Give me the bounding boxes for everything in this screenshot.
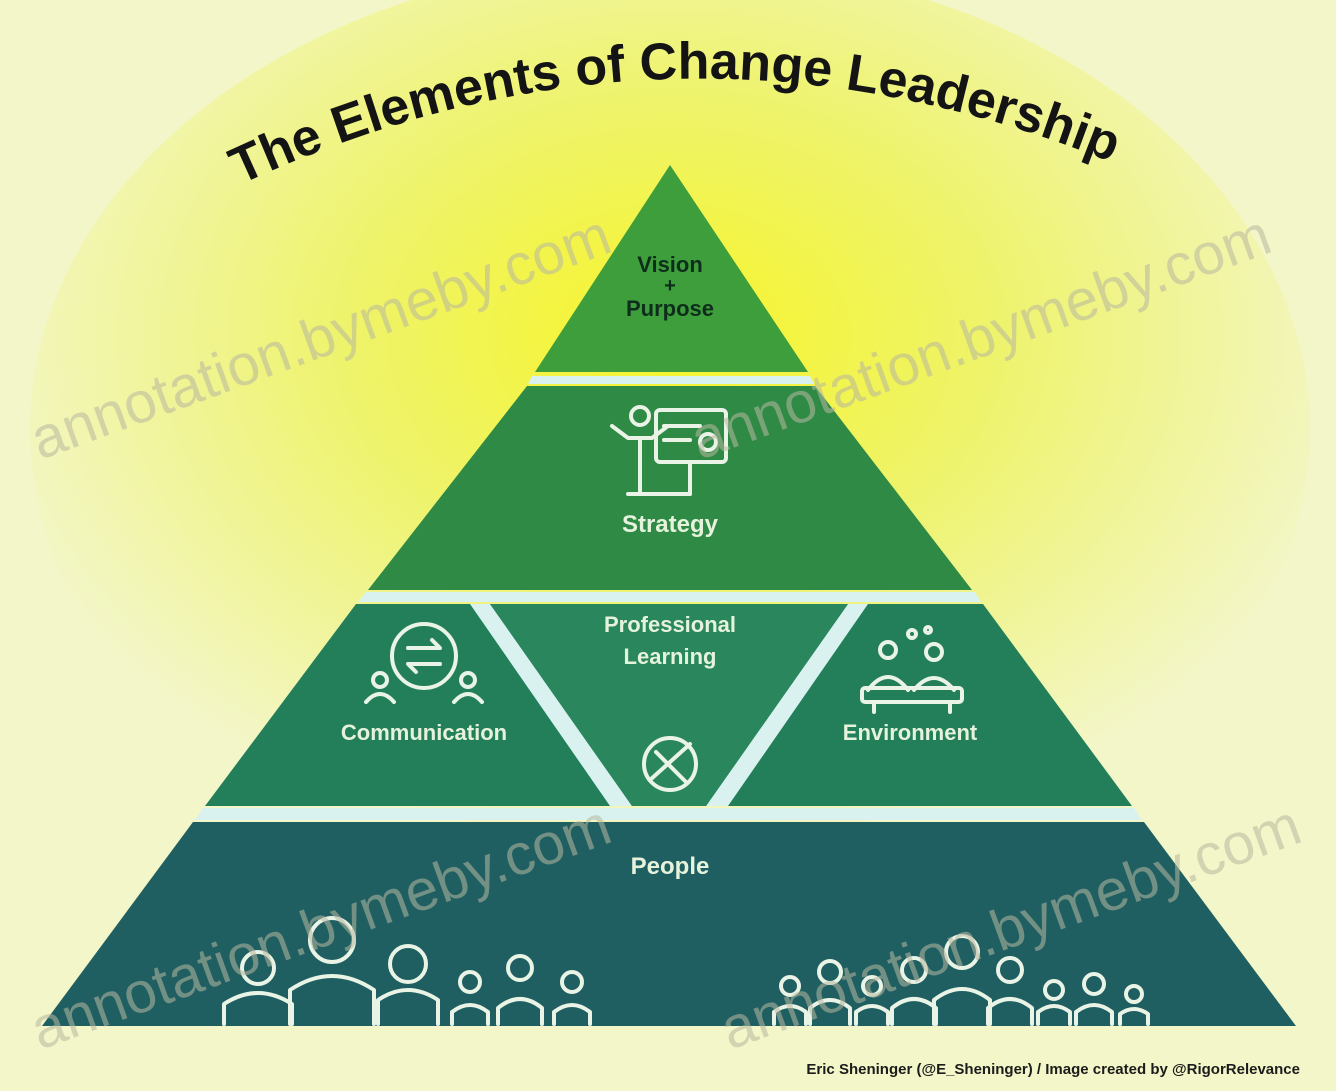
separator-3 xyxy=(195,808,1142,820)
strategy-label: Strategy xyxy=(622,511,719,538)
presenter-icon xyxy=(610,405,728,496)
communication-label: Communication xyxy=(341,720,507,745)
people-group-icon xyxy=(222,916,592,1026)
tier-professional-learning xyxy=(490,604,848,806)
environment-label: Environment xyxy=(843,720,978,745)
separator-left-diagonal xyxy=(470,604,632,806)
exchange-icon xyxy=(364,622,484,704)
tier-people xyxy=(42,822,1296,1026)
separator-1 xyxy=(528,376,814,384)
people-group-icon-right xyxy=(772,934,1150,1026)
people-label: People xyxy=(631,853,710,880)
separator-right-diagonal xyxy=(706,604,868,806)
image-credit: Eric Sheninger (@E_Sheninger) / Image cr… xyxy=(806,1061,1300,1078)
learning-label: Learning xyxy=(624,644,717,669)
professional-label: Professional xyxy=(604,612,736,637)
tier-vision xyxy=(535,165,808,372)
purpose-label: Purpose xyxy=(626,296,714,321)
separator-2 xyxy=(358,592,981,602)
group-discussion-icon xyxy=(860,625,964,714)
tier-strategy xyxy=(368,386,972,590)
vision-plus: + xyxy=(664,275,676,297)
pencil-ruler-icon xyxy=(642,736,698,792)
vision-label: Vision xyxy=(637,252,703,277)
